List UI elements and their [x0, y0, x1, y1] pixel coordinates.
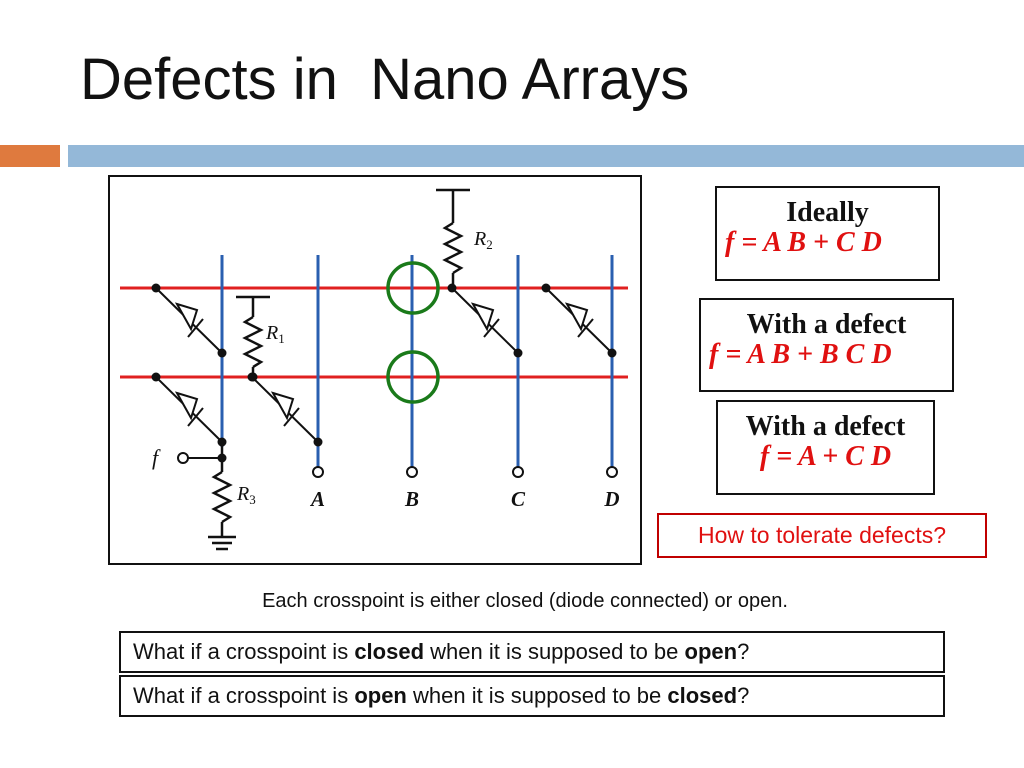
defect-formula-1: f = A B + B C D — [709, 339, 892, 370]
diode-bottom-a — [247, 372, 323, 447]
question-2-bold-2: closed — [667, 683, 738, 708]
crossbar-diagram: R1 R2 R3 f A B C D — [108, 175, 642, 565]
input-terminal-a — [312, 466, 324, 478]
question-2-mid: when it is supposed to be — [406, 683, 668, 708]
input-terminal-b — [406, 466, 418, 478]
resistor-label-r2: R2 — [473, 228, 493, 252]
ideal-formula: f = A B + C D — [725, 227, 882, 258]
input-label-c: C — [511, 487, 526, 511]
defect-function-box-2: With a defect f = A + C D — [716, 400, 935, 495]
diode-top-d — [541, 283, 617, 358]
question-1-mid: when it is supposed to be — [424, 639, 685, 664]
question-1-bold-2: open — [684, 639, 738, 664]
tolerate-defects-box: How to tolerate defects? — [657, 513, 987, 558]
question-2-pre: What if a crosspoint is — [133, 683, 355, 708]
slide-title: Defects in Nano Arrays — [80, 47, 690, 112]
diode-bottom-output — [151, 372, 227, 447]
defect-circle-bottom — [386, 350, 440, 404]
question-closed-box: What if a crosspoint is closed when it i… — [119, 631, 945, 673]
output-label: f — [152, 445, 161, 470]
input-terminal-d — [606, 466, 618, 478]
resistor-label-r1: R1 — [265, 322, 285, 346]
accent-bar-orange — [0, 145, 60, 167]
accent-bar-blue — [68, 145, 1024, 167]
resistor-r2 — [436, 188, 470, 288]
defect-function-box-1: With a defect f = A B + B C D — [699, 298, 954, 392]
input-label-d: D — [603, 487, 619, 511]
crosspoint-caption: Each crosspoint is either closed (diode … — [262, 590, 788, 612]
input-label-b: B — [404, 487, 419, 511]
resistor-label-r3: R3 — [236, 483, 256, 507]
input-label-a: A — [309, 487, 325, 511]
output-terminal — [177, 452, 227, 464]
defect-heading-2: With a defect — [745, 411, 906, 442]
input-terminal-c — [512, 466, 524, 478]
question-1-pre: What if a crosspoint is — [133, 639, 355, 664]
ideal-heading: Ideally — [786, 197, 869, 228]
diode-top-output — [151, 283, 227, 358]
question-open-box: What if a crosspoint is open when it is … — [119, 675, 945, 717]
defect-formula-2: f = A + C D — [759, 441, 892, 472]
defect-heading-1: With a defect — [746, 309, 907, 340]
question-1-post: ? — [737, 639, 750, 664]
question-1-bold-1: closed — [354, 639, 425, 664]
defect-circle-top — [386, 261, 440, 315]
question-2-bold-1: open — [354, 683, 407, 708]
ideal-function-box: Ideally f = A B + C D — [715, 186, 940, 281]
diode-top-c — [447, 283, 523, 358]
question-2-post: ? — [737, 683, 750, 708]
resistor-r1 — [236, 295, 270, 382]
